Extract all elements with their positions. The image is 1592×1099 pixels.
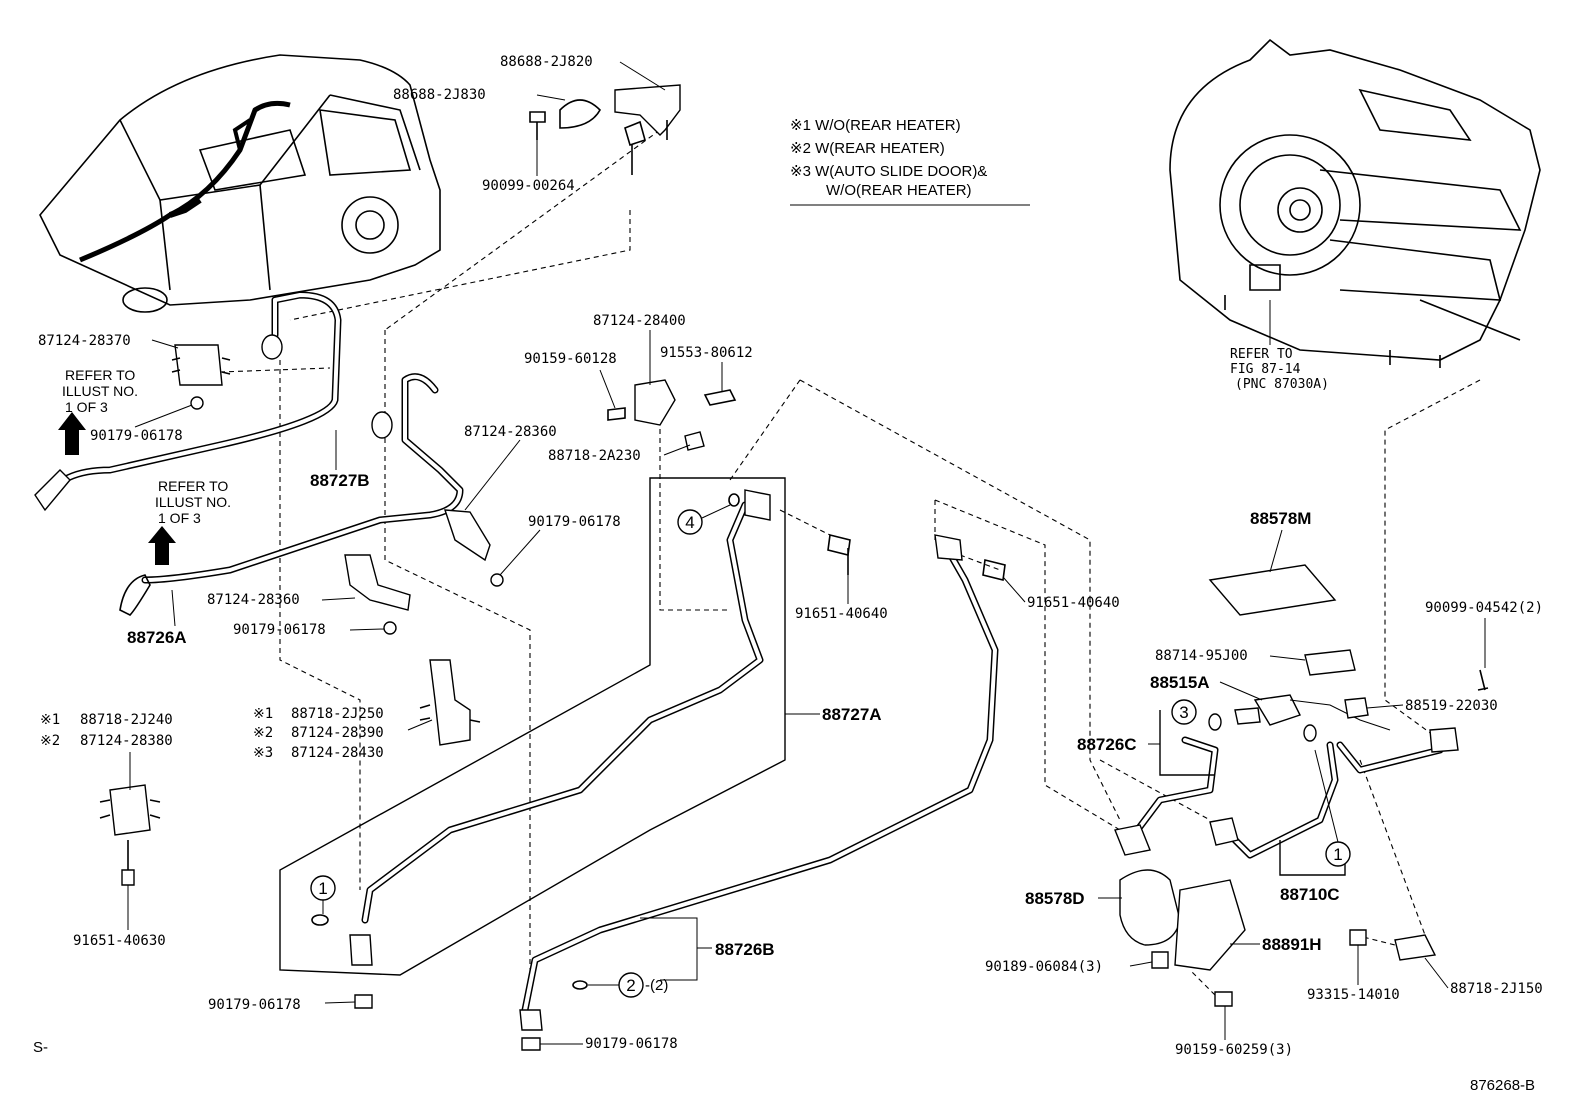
pipe-88727B [34,291,342,512]
note-3a: ※3 W(AUTO SLIDE DOOR)& [790,163,987,180]
note-3b: W/O(REAR HEATER) [826,182,972,199]
label-88714-95J00: 88714-95J00 [1155,648,1248,664]
label-88726A: 88726A [127,628,187,647]
vehicle-illustration [39,54,441,313]
label-87124-28390: 87124-28390 [291,725,384,741]
pipe-88710C [1209,727,1459,876]
callout-2-qty: -(2) [645,977,668,994]
note-mark-3b: ※3 [253,745,273,761]
label-87124-28370: 87124-28370 [38,333,131,349]
label-90189-06084: 90189-06084(3) [985,959,1103,975]
svg-text:REFER TO: REFER TO [65,367,135,383]
label-90179-06178-e: 90179-06178 [585,1036,678,1052]
svg-text:ILLUST NO.: ILLUST NO. [62,383,138,399]
refer-illust-b: REFER TO ILLUST NO. 1 OF 3 [155,478,231,526]
note-2: ※2 W(REAR HEATER) [790,140,945,157]
label-90099-04542: 90099-04542(2) [1425,600,1543,616]
label-88727B: 88727B [310,471,370,490]
label-88718-2A230: 88718-2A230 [548,448,641,464]
label-88726C: 88726C [1077,735,1137,754]
svg-text:3: 3 [1179,703,1188,722]
label-87124-28380: 87124-28380 [80,733,173,749]
label-87124-28360-b: 87124-28360 [207,592,300,608]
label-90179-06178-a: 90179-06178 [90,428,183,444]
small-parts [99,84,1489,1051]
heater-unit-illustration [1169,38,1541,368]
label-88688-2J820: 88688-2J820 [500,54,593,70]
label-88578M: 88578M [1250,509,1311,528]
svg-text:1 OF 3: 1 OF 3 [65,399,108,415]
label-90179-06178-c: 90179-06178 [233,622,326,638]
label-87124-28430: 87124-28430 [291,745,384,761]
svg-text:1: 1 [318,879,327,898]
pipe-88726A [119,373,464,616]
label-88688-2J830: 88688-2J830 [393,87,486,103]
label-91651-40630: 91651-40630 [73,933,166,949]
refer-illust-a: REFER TO ILLUST NO. 1 OF 3 [62,367,138,415]
callout-3 [1171,699,1197,725]
note-mark-1: ※1 [40,712,60,728]
refer-line-2: FIG 87-14 [1230,362,1301,377]
figure-id: 876268-B [1470,1077,1535,1094]
label-88718-2J240: 88718-2J240 [80,712,173,728]
label-91651-40640-b: 91651-40640 [1027,595,1120,611]
label-90099-00264: 90099-00264 [482,178,575,194]
label-88578D: 88578D [1025,889,1085,908]
pipe-88726B [519,534,999,1031]
label-88718-2J250: 88718-2J250 [291,706,384,722]
label-90159-60259: 90159-60259(3) [1175,1042,1293,1058]
callout-circles: 1 2 -(2) 3 4 1 [310,493,1351,998]
svg-text:ILLUST NO.: ILLUST NO. [155,494,231,510]
label-88891H: 88891H [1262,935,1322,954]
expansion-valve [1208,694,1391,742]
svg-text:REFER TO: REFER TO [158,478,228,494]
svg-text:1 OF 3: 1 OF 3 [158,510,201,526]
label-87124-28400: 87124-28400 [593,313,686,329]
label-88515A: 88515A [1150,673,1210,692]
dashed-guides [219,129,1481,996]
footer-left-mark: S- [33,1039,48,1056]
label-93315-14010: 93315-14010 [1307,987,1400,1003]
note-1: ※1 W/O(REAR HEATER) [790,117,961,134]
label-91553-80612: 91553-80612 [660,345,753,361]
part-labels: 88688-2J820 88688-2J830 90099-00264 8712… [38,54,1543,1058]
pipe-88726C [1114,710,1219,856]
label-88519-22030: 88519-22030 [1405,698,1498,714]
note-mark-2b: ※2 [253,725,273,741]
notes-block: ※1 W/O(REAR HEATER) ※2 W(REAR HEATER) ※3… [790,117,1030,206]
refer-heater-unit: REFER TO FIG 87-14 (PNC 87030A) [1230,300,1329,392]
label-90159-60128: 90159-60128 [524,351,617,367]
note-mark-2: ※2 [40,733,60,749]
label-90179-06178-d: 90179-06178 [208,997,301,1013]
refer-line-1: REFER TO [1230,347,1293,362]
svg-text:4: 4 [685,513,694,532]
svg-text:1: 1 [1333,845,1342,864]
note-mark-1b: ※1 [253,706,273,722]
label-88710C: 88710C [1280,885,1340,904]
callout-4 [677,509,703,535]
refer-arrows [58,412,176,565]
label-88718-2J150: 88718-2J150 [1450,981,1543,997]
label-90179-06178-b: 90179-06178 [528,514,621,530]
label-88727A: 88727A [822,705,882,724]
label-87124-28360-a: 87124-28360 [464,424,557,440]
svg-text:2: 2 [626,976,635,995]
label-88726B: 88726B [715,940,775,959]
pipe-88727A [279,477,786,976]
refer-line-3: (PNC 87030A) [1235,377,1329,392]
label-91651-40640-a: 91651-40640 [795,606,888,622]
